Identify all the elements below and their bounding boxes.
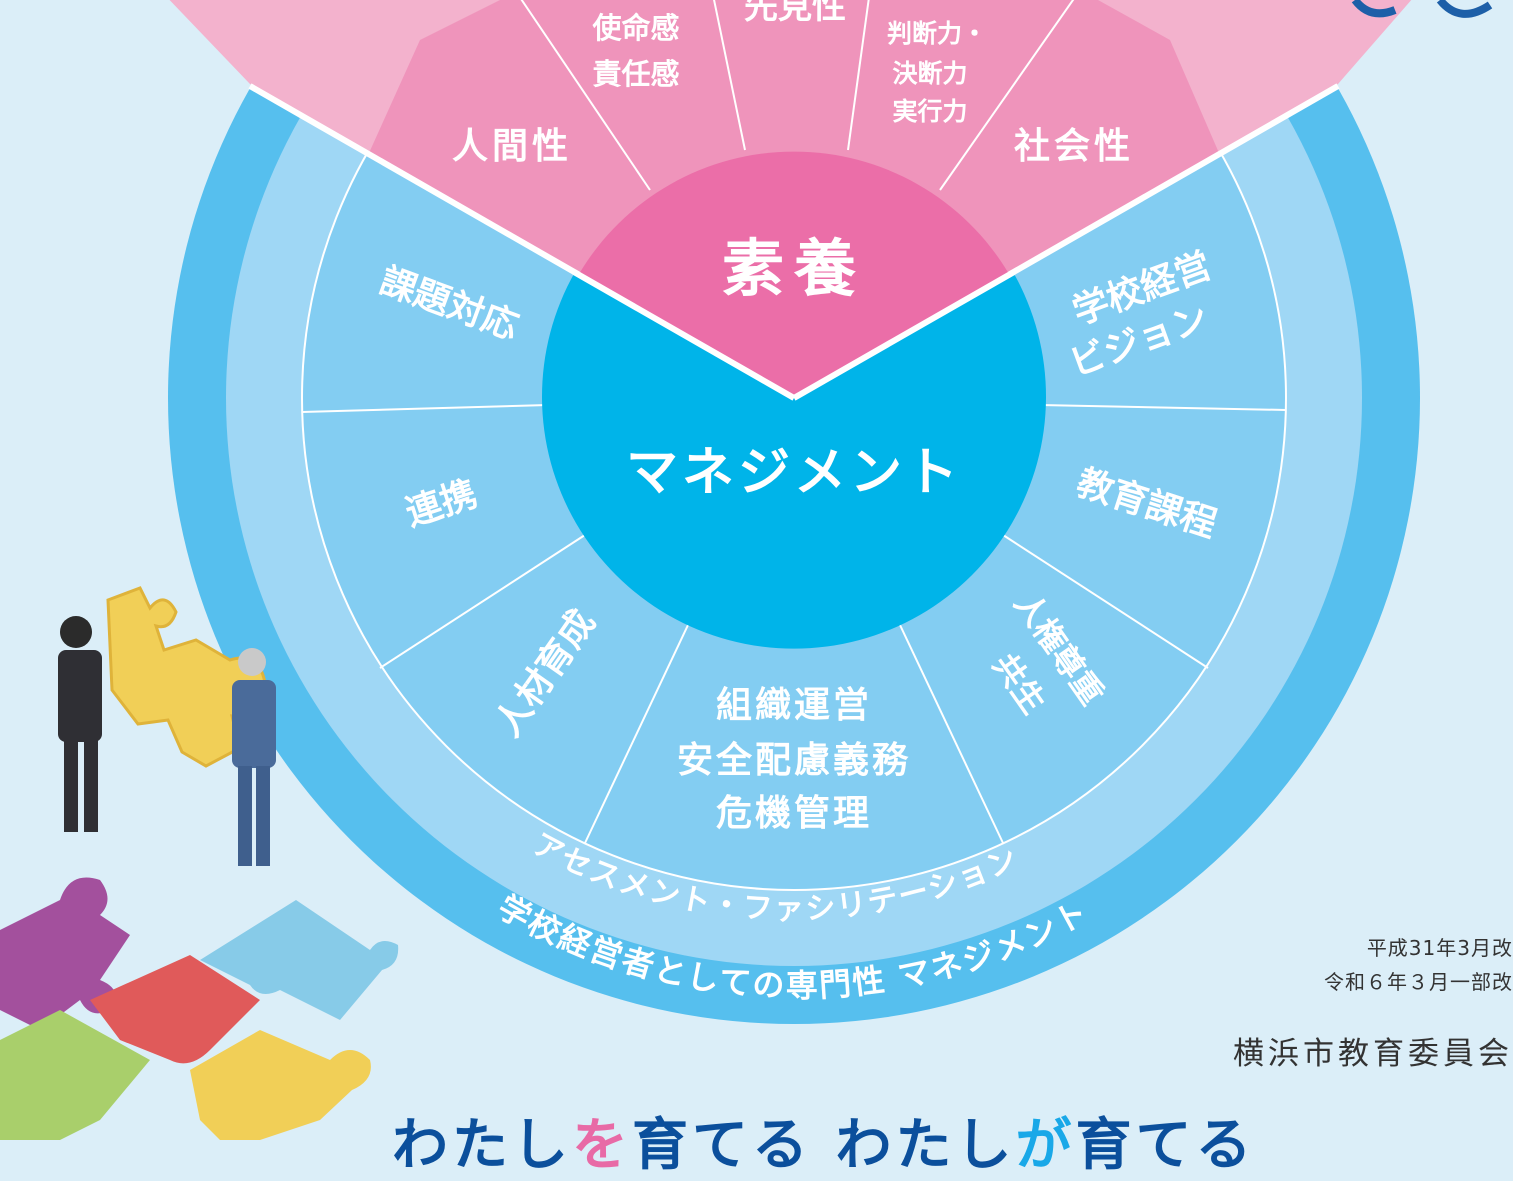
revision-note-2: 令和６年３月一部改 — [1324, 970, 1513, 994]
quality-judgment-3: 実行力 — [892, 97, 967, 126]
center-left-separator — [572, 269, 796, 401]
puzzle-pieces-illustration — [0, 877, 399, 1140]
quality-mission-2: 責任感 — [592, 57, 679, 91]
center-bottom-label: マネジメント — [626, 443, 962, 503]
man-left-body — [58, 650, 102, 742]
man-left-leg-2 — [84, 740, 98, 832]
center-right-separator — [792, 269, 1016, 401]
top-right-decoration-2 — [1436, 0, 1493, 18]
man-left-leg-1 — [64, 740, 78, 832]
man-left-head — [60, 616, 92, 648]
slogan-part-3: 育てる わたし — [632, 1113, 1016, 1178]
man-right-body — [232, 680, 276, 768]
quality-judgment-1: 判断力・ — [887, 19, 987, 48]
slogan: わたしを育てる わたしが育てる — [392, 1100, 1256, 1181]
red-puzzle-piece — [90, 955, 260, 1064]
man-right-leg-1 — [238, 766, 252, 866]
mgmt-organization-2: 安全配慮義務 — [677, 739, 911, 781]
mgmt-organization-3: 危機管理 — [716, 793, 872, 834]
businessmen-illustration — [58, 586, 276, 866]
slogan-part-5: 育てる — [1075, 1113, 1256, 1178]
green-puzzle-piece — [0, 1010, 150, 1140]
slogan-part-1: わたし — [392, 1113, 572, 1178]
management-center — [542, 272, 1046, 649]
quality-sociality: 社会性 — [1014, 126, 1134, 167]
blue-puzzle-piece — [200, 900, 399, 1020]
pink-center — [579, 151, 1009, 398]
quality-mission-1: 使命感 — [591, 11, 679, 45]
mgmt-organization-1: 組織運営 — [716, 685, 872, 726]
man-right-head — [238, 648, 266, 676]
slogan-part-4: が — [1015, 1113, 1076, 1178]
quality-humanity: 人間性 — [452, 126, 572, 167]
revision-note-1: 平成31年3月改 — [1366, 936, 1513, 960]
purple-puzzle-piece — [0, 877, 130, 1030]
top-right-decoration — [1351, 0, 1397, 18]
man-right-leg-2 — [256, 766, 270, 866]
center-top-label: 素養 — [722, 232, 866, 305]
pink-dividers — [520, 0, 1075, 191]
quality-foresight: 先見性 — [744, 0, 846, 27]
management-dividers — [301, 404, 1287, 844]
diagram-canvas: 素養 マネジメント 人間性 使命感 責任感 先見性 判断力・ 決断力 実行力 社… — [0, 0, 1493, 1140]
quality-judgment-2: 決断力 — [892, 59, 967, 88]
organization-name: 横浜市教育委員会 — [1233, 1036, 1513, 1072]
yellow-puzzle-piece — [190, 1030, 371, 1140]
slogan-part-2: を — [572, 1113, 632, 1178]
